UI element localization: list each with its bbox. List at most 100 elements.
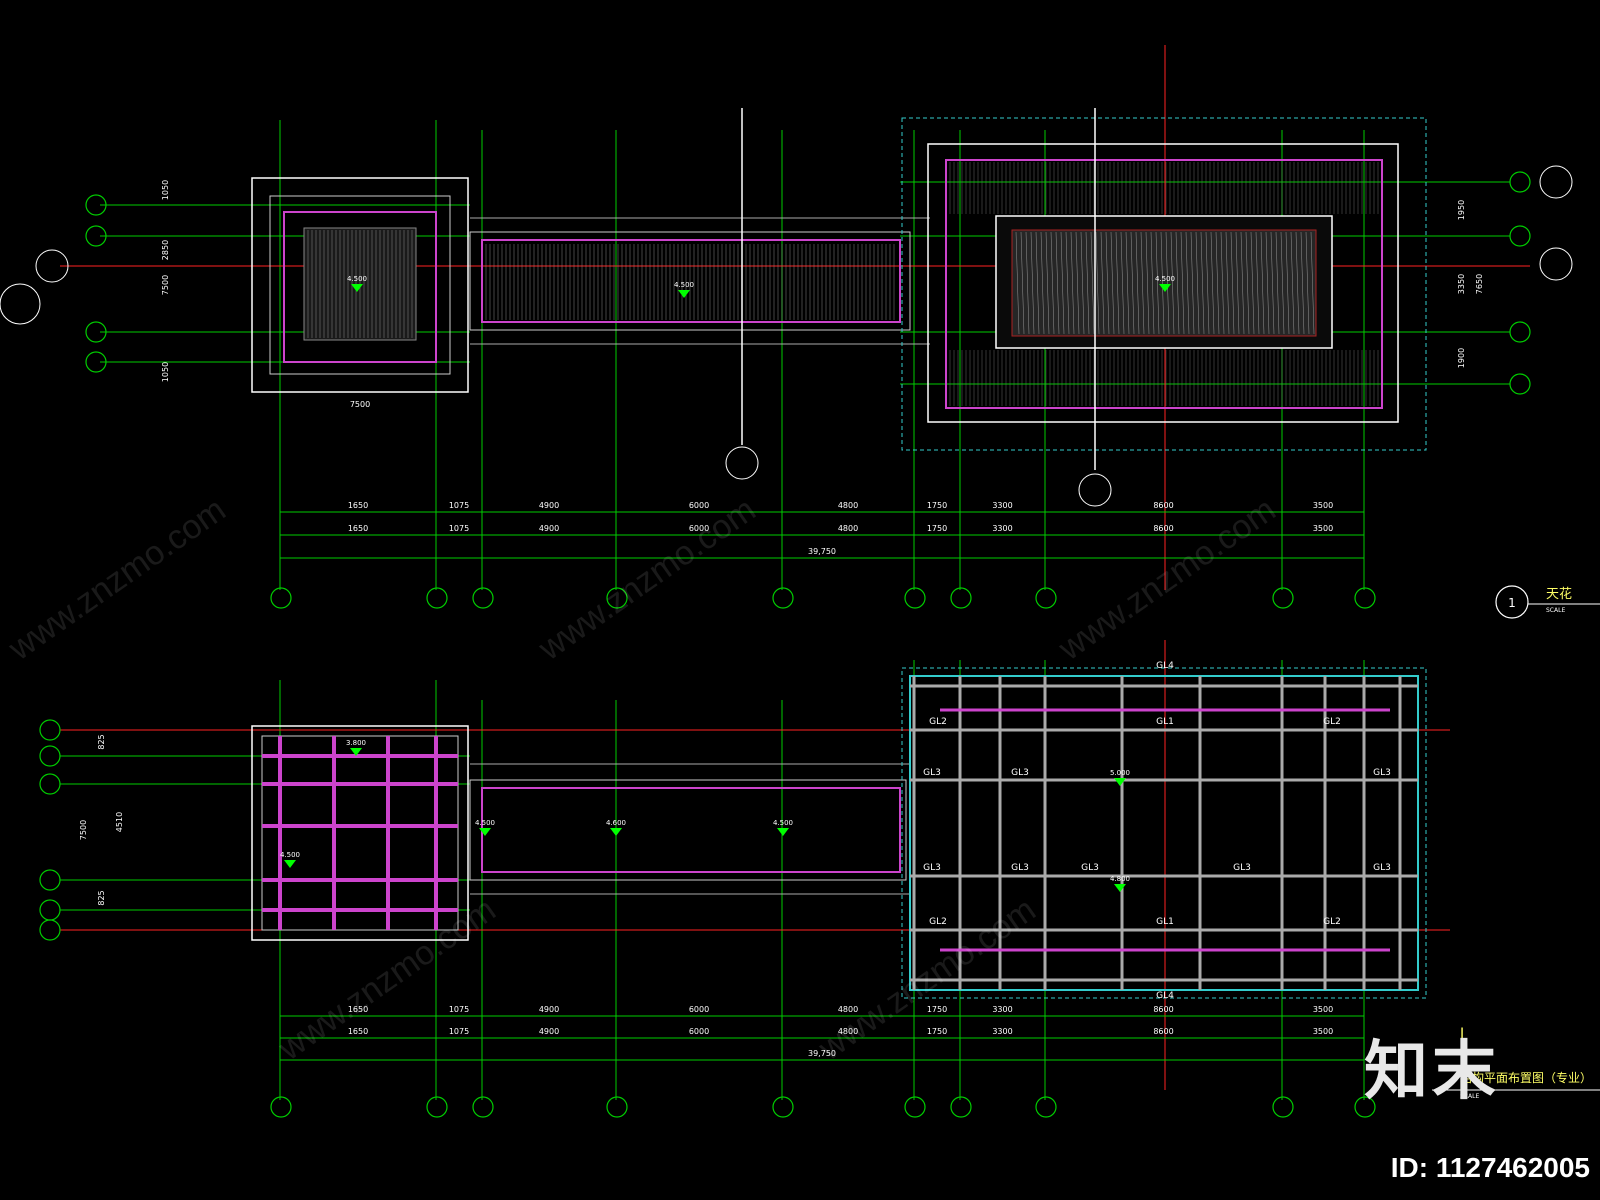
brand-logo: 知末 — [1364, 1035, 1500, 1109]
bottom-elev-5-marker — [1114, 778, 1126, 786]
hatch-line — [1225, 231, 1230, 335]
top-elev-1-label: 4.500 — [674, 281, 694, 289]
hatch-line — [1265, 231, 1270, 335]
top-elev-0-label: 4.500 — [347, 275, 367, 283]
top-row2-dim-2: 4900 — [539, 524, 559, 533]
section-marker-lines — [741, 108, 1096, 470]
hatch-line — [1065, 231, 1070, 335]
beam-label-7: GL3 — [1011, 863, 1029, 873]
top-right-vdim-2: 1900 — [1457, 348, 1466, 368]
hatch-line — [1175, 231, 1180, 335]
bottom-row2-dim-2: 4900 — [539, 1027, 559, 1036]
beam-label-14: GL3 — [923, 863, 941, 873]
scale-badge-top-number: 1 — [1508, 596, 1516, 610]
hatch-line — [1050, 231, 1055, 335]
hatch-line — [1200, 231, 1205, 335]
top-row1-dim-5: 1750 — [927, 501, 947, 510]
top-row2-dim-1: 1075 — [449, 524, 469, 533]
scale-badge-bottom-title: 结构平面布置图（专业） — [1460, 1070, 1592, 1085]
beam-label-13: GL3 — [1373, 768, 1391, 778]
top-row1-dim-6: 3300 — [992, 501, 1012, 510]
beam-label-4: GL3 — [1011, 768, 1029, 778]
top-right-vdim-1: 3350 — [1457, 274, 1466, 294]
hatch-line — [1150, 231, 1155, 335]
hatch-line — [1135, 231, 1140, 335]
hatch-line — [1275, 231, 1280, 335]
top-left-width-dim: 7500 — [350, 400, 370, 409]
bottom-row1-dim-1: 1075 — [449, 1005, 469, 1014]
hatch-line — [1310, 231, 1315, 335]
top-corridor-hatch — [485, 244, 895, 320]
hatch-line — [1205, 231, 1210, 335]
hatch-line — [1040, 231, 1045, 335]
scale-badge-top-title: 天花 — [1546, 586, 1572, 602]
beam-label-11: GL2 — [1323, 917, 1341, 927]
hatch-line — [1245, 231, 1250, 335]
top-elev-1-marker — [678, 290, 690, 298]
bottom-corridor — [469, 763, 910, 895]
bottom-elev-1-marker — [284, 860, 296, 868]
hatch-line — [1145, 231, 1150, 335]
top-right-vdim-0: 1950 — [1457, 200, 1466, 220]
bottom-row1-dim-4: 4800 — [838, 1005, 858, 1014]
bottom-row1-dim-8: 3500 — [1313, 1005, 1333, 1014]
top-row1-dim-8: 3500 — [1313, 501, 1333, 510]
scale-badge-top: 1 天花 SCALE — [1495, 585, 1600, 619]
top-row1-dim-7: 8600 — [1153, 501, 1173, 510]
top-right-vtotal: 7650 — [1475, 274, 1484, 294]
hatch-line — [1300, 231, 1305, 335]
bottom-row2-dim-1: 1075 — [449, 1027, 469, 1036]
bottom-left-vdim-1: 4510 — [115, 812, 124, 832]
bottom-elev-0-marker — [350, 748, 362, 756]
hatch-line — [1195, 231, 1200, 335]
beam-label-5: GL3 — [1081, 863, 1099, 873]
bottom-elev-2-label: 4.500 — [475, 819, 495, 827]
top-corridor — [469, 217, 930, 345]
hatch-line — [1160, 231, 1165, 335]
hatch-line — [1280, 231, 1285, 335]
bottom-left-vdim-2: 825 — [97, 890, 106, 905]
hatch-line — [1115, 231, 1120, 335]
top-row2-dim-6: 3300 — [992, 524, 1012, 533]
hatch-line — [1215, 231, 1220, 335]
hatch-line — [1055, 231, 1060, 335]
bottom-row2-dim-4: 4800 — [838, 1027, 858, 1036]
bottom-row1-dim-3: 6000 — [689, 1005, 709, 1014]
bottom-left-vdim-0: 825 — [97, 734, 106, 749]
hatch-line — [1295, 231, 1300, 335]
hatch-line — [1045, 231, 1050, 335]
bottom-elev-4-marker — [777, 828, 789, 836]
bottom-total-dim: 39,750 — [808, 1049, 836, 1058]
bottom-elev-6-marker — [1114, 884, 1126, 892]
bottom-elev-3-label: 4.600 — [606, 819, 626, 827]
top-elev-2-marker — [1159, 284, 1171, 292]
hatch-line — [1020, 231, 1025, 335]
legend: I I — [1460, 1026, 1464, 1062]
hatch-line — [1230, 231, 1235, 335]
bottom-row2-dim-7: 8600 — [1153, 1027, 1173, 1036]
scale-badge-bottom-scale: SCALE — [1460, 1093, 1479, 1100]
hatch-line — [1185, 231, 1190, 335]
top-row1-dim-2: 4900 — [539, 501, 559, 510]
hatch-line — [1220, 231, 1225, 335]
beam-label-1: GL4 — [1156, 991, 1174, 1001]
bottom-dim-lines — [280, 1015, 1364, 1061]
bottom-row2-dim-0: 1650 — [348, 1027, 368, 1036]
bottom-elev-0-label: 3.800 — [346, 739, 366, 747]
bottom-row2-dim-5: 1750 — [927, 1027, 947, 1036]
section-symbols — [0, 165, 1573, 507]
hatch-line — [1305, 231, 1310, 335]
bottom-left-vdim-3: 7500 — [79, 820, 88, 840]
top-elev-2-label: 4.500 — [1155, 275, 1175, 283]
top-elev-0-marker — [351, 284, 363, 292]
top-row1-dim-1: 1075 — [449, 501, 469, 510]
top-row1-dim-0: 1650 — [348, 501, 368, 510]
bottom-row1-dim-7: 8600 — [1153, 1005, 1173, 1014]
top-row1-dim-3: 6000 — [689, 501, 709, 510]
beam-label-12: GL3 — [923, 768, 941, 778]
bottom-row1-dim-0: 1650 — [348, 1005, 368, 1014]
hatch-line — [1290, 231, 1295, 335]
hatch-line — [1210, 231, 1215, 335]
